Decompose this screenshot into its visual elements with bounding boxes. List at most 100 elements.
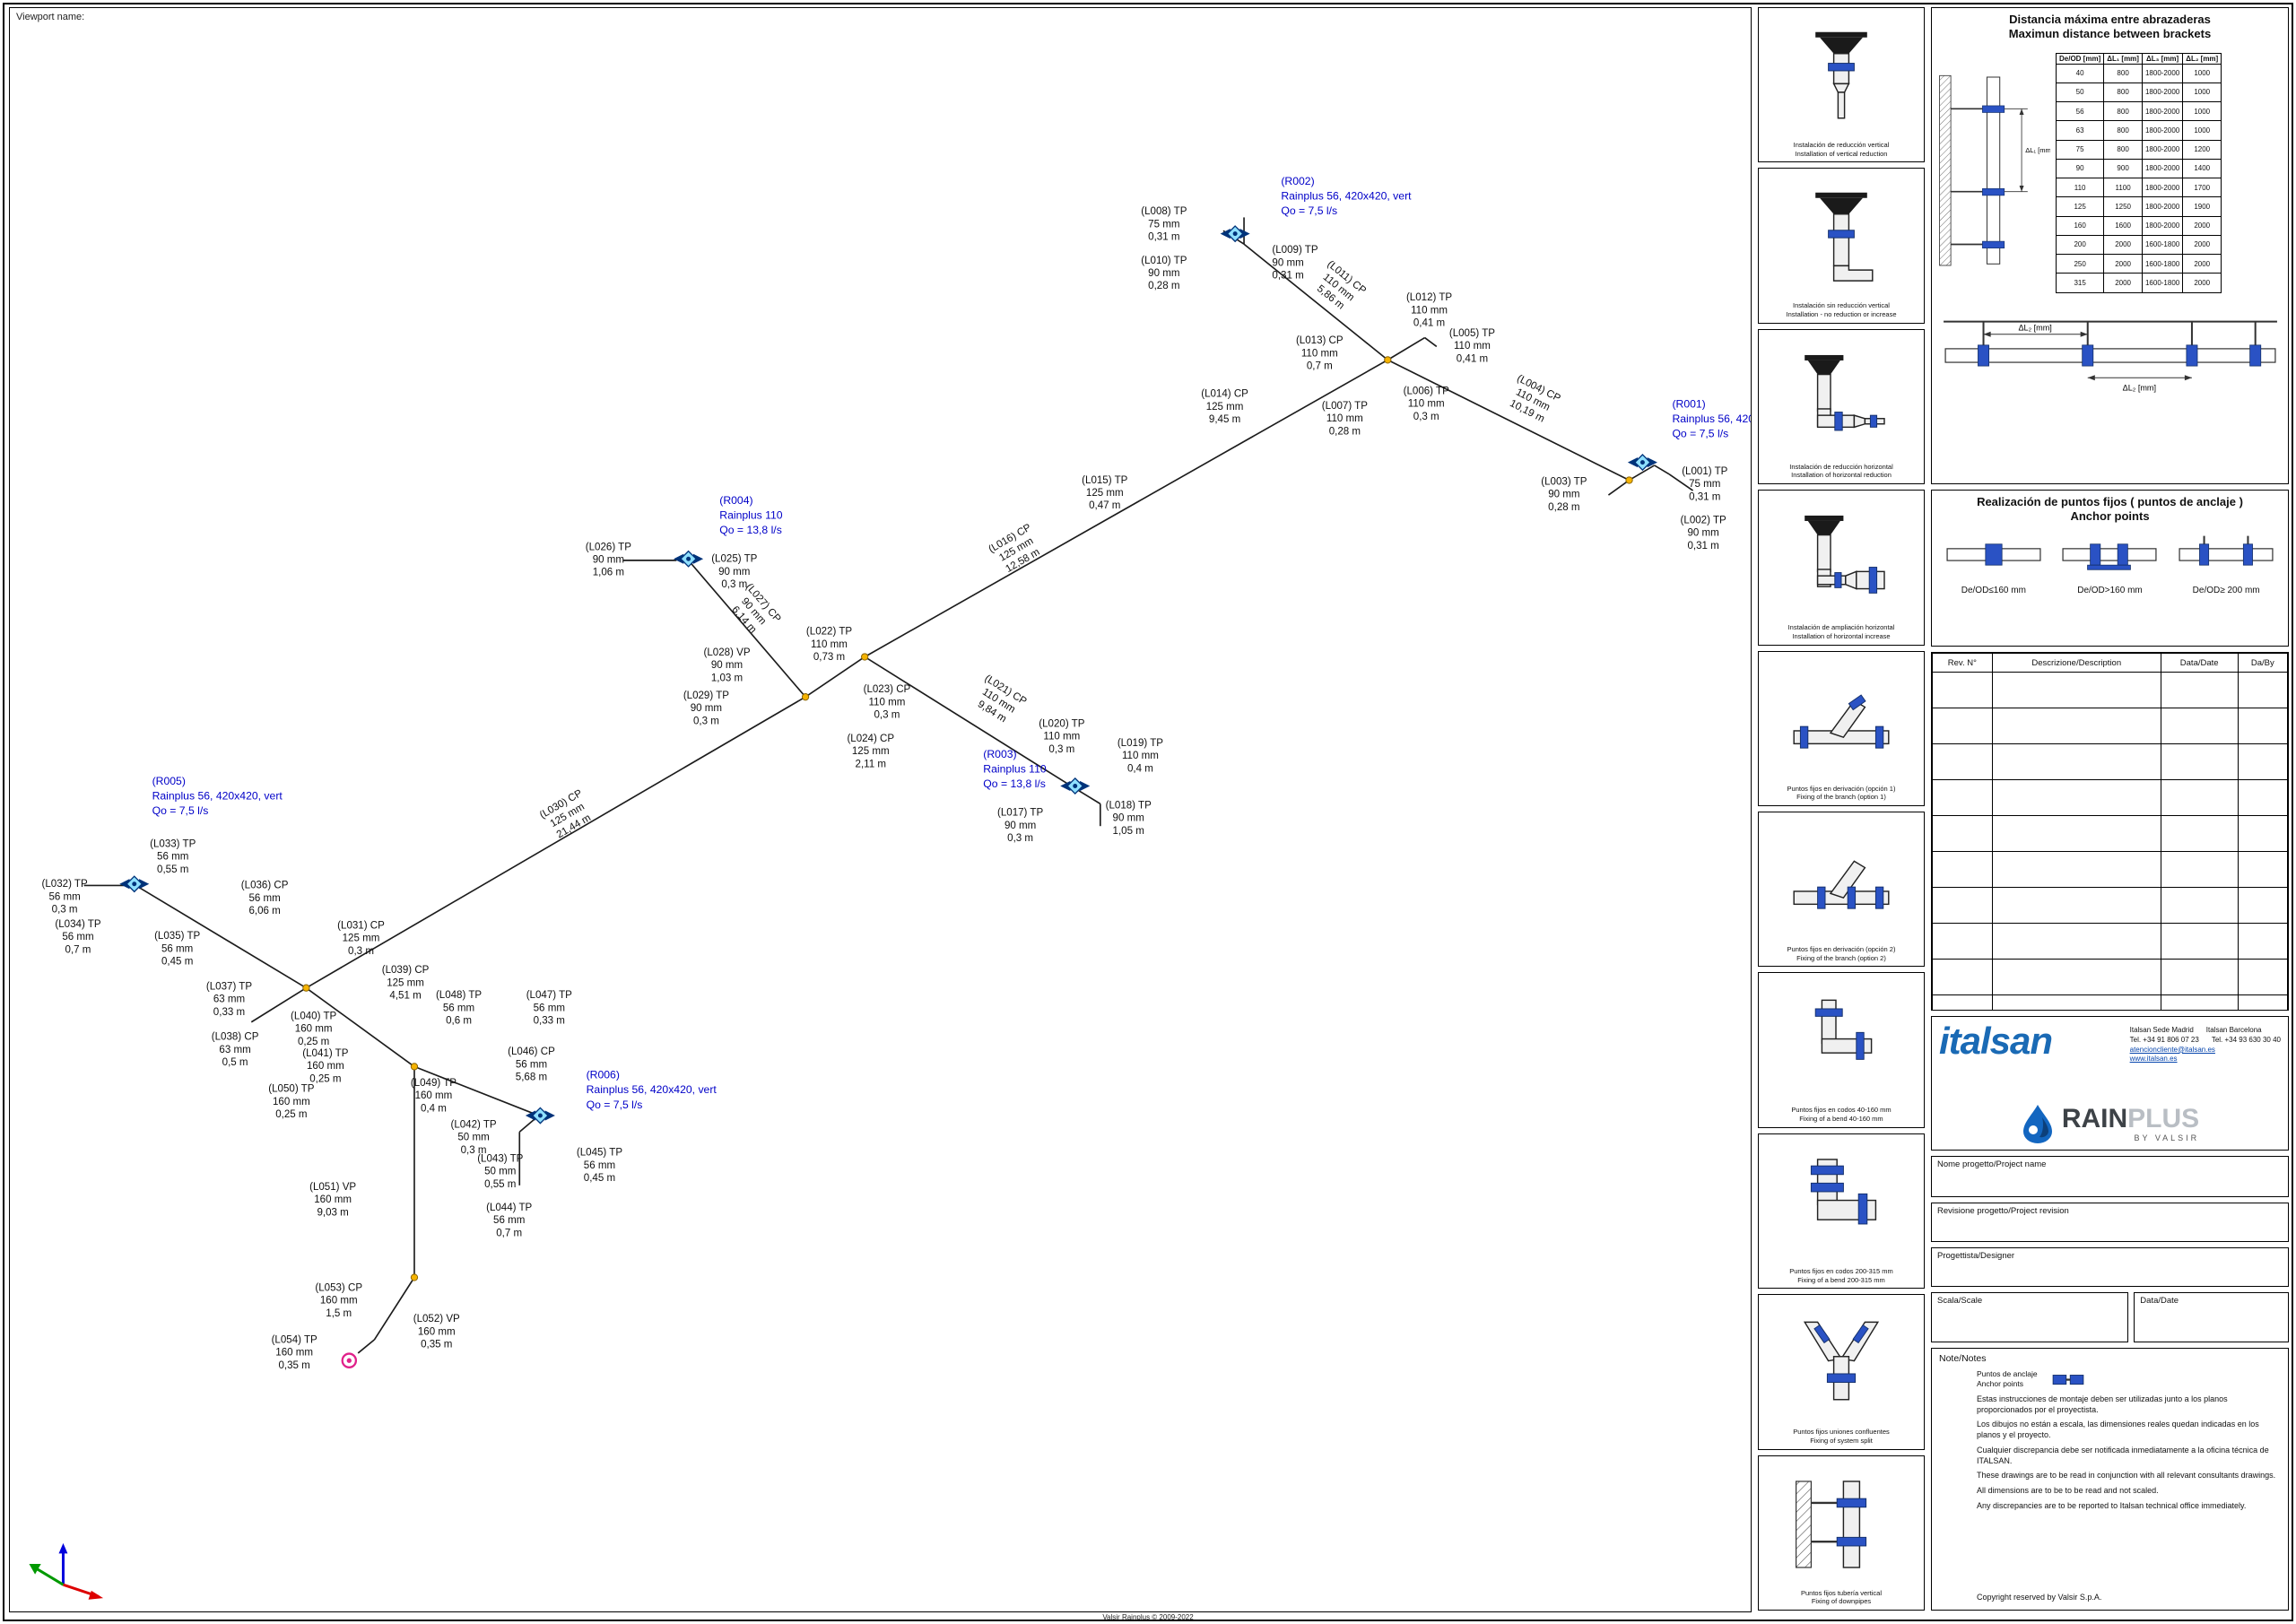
svg-text:(L019) TP: (L019) TP	[1118, 738, 1163, 749]
contact-email-link[interactable]: atencioncliente@italsan.es	[2129, 1045, 2215, 1054]
svg-text:(L037) TP: (L037) TP	[206, 981, 252, 992]
detail-caption-en: Fixing of a bend 40-160 mm	[1799, 1115, 1883, 1124]
svg-text:(L039) CP: (L039) CP	[382, 965, 430, 976]
svg-text:Rainplus 56, 420x420, vert: Rainplus 56, 420x420, vert	[1281, 190, 1412, 203]
empty-revision-row	[1932, 887, 2288, 924]
svg-text:0,31 m: 0,31 m	[1272, 271, 1303, 282]
svg-text:1,5 m: 1,5 m	[326, 1308, 352, 1319]
svg-text:Qo = 7,5 l/s: Qo = 7,5 l/s	[1281, 204, 1337, 217]
detail-box-horizontal-reduction: Instalación de reducción horizontal Inst…	[1758, 328, 1925, 485]
installation-details-column: Instalación de reducción vertical Instal…	[1758, 7, 1925, 1611]
pipe-segment	[250, 986, 307, 1023]
column-header: ΔL₂ [mm]	[2182, 52, 2222, 65]
svg-text:0,45 m: 0,45 m	[584, 1173, 615, 1184]
svg-text:50 mm: 50 mm	[457, 1133, 489, 1143]
date-field[interactable]: Data/Date	[2134, 1292, 2289, 1342]
svg-text:(L046) CP: (L046) CP	[508, 1046, 555, 1057]
svg-text:0,28 m: 0,28 m	[1329, 426, 1361, 437]
svg-text:(L003) TP: (L003) TP	[1541, 476, 1587, 487]
detail-caption-es: Instalación sin reducción vertical	[1793, 301, 1890, 310]
svg-text:0,7 m: 0,7 m	[1307, 361, 1333, 372]
svg-text:(L028) VP: (L028) VP	[704, 647, 751, 658]
junction-marker	[410, 1063, 419, 1071]
project-revision-label: Revisione progetto/Project revision	[1937, 1206, 2069, 1216]
svg-text:(L006) TP: (L006) TP	[1404, 386, 1449, 396]
svg-text:(L040) TP: (L040) TP	[291, 1011, 336, 1021]
svg-text:0,28 m: 0,28 m	[1148, 281, 1179, 291]
svg-text:90 mm: 90 mm	[1548, 490, 1579, 500]
svg-text:4,51 m: 4,51 m	[389, 991, 421, 1002]
empty-revision-row	[1932, 994, 2288, 1010]
scale-field[interactable]: Scala/Scale	[1931, 1292, 2129, 1342]
svg-text:(L017) TP: (L017) TP	[997, 808, 1043, 819]
empty-revision-row	[1932, 851, 2288, 888]
contact-web-link[interactable]: www.italsan.es	[2129, 1055, 2178, 1064]
column-header: ΔL₃ [mm]	[2141, 52, 2184, 65]
svg-text:0,5 m: 0,5 m	[222, 1057, 248, 1068]
anchor-point-icon	[2052, 1375, 2083, 1385]
anchor-caption: De/OD>160 mm	[2077, 585, 2143, 595]
pipe-segment	[1424, 336, 1438, 348]
svg-text:(L029) TP: (L029) TP	[683, 690, 729, 701]
note-line: All dimensions are to be to be read and …	[1977, 1485, 2159, 1495]
anchor-caption: De/OD≤160 mm	[1961, 585, 2026, 595]
pipe-segment	[1668, 473, 1694, 491]
branch-fixing-option2-icon	[1793, 860, 1890, 909]
svg-text:125 mm: 125 mm	[1086, 488, 1124, 499]
svg-text:(L020) TP: (L020) TP	[1039, 718, 1084, 729]
svg-text:0,3 m: 0,3 m	[461, 1145, 487, 1156]
svg-text:(L035) TP: (L035) TP	[154, 931, 200, 942]
svg-text:0,31 m: 0,31 m	[1148, 232, 1179, 243]
svg-text:(L036) CP: (L036) CP	[241, 881, 289, 891]
empty-revision-row	[1932, 815, 2288, 852]
detail-box-no-reduction: Instalación sin reducción vertical Insta…	[1758, 168, 1925, 324]
svg-text:90 mm: 90 mm	[1687, 528, 1718, 539]
svg-text:125 mm: 125 mm	[1206, 402, 1244, 413]
bracket-title-en: Maximun distance between brackets	[2008, 27, 2212, 41]
svg-text:(L010) TP: (L010) TP	[1141, 256, 1187, 266]
project-name-field[interactable]: Nome progetto/Project name	[1931, 1156, 2289, 1197]
contact-madrid-name: Italsan Sede Madrid	[2129, 1026, 2194, 1034]
svg-text:63 mm: 63 mm	[219, 1045, 250, 1055]
svg-text:0,3 m: 0,3 m	[1413, 412, 1439, 422]
empty-revision-row	[1932, 959, 2288, 995]
copyright-line: Copyright reserved by Valsir S.p.A.	[1977, 1593, 2102, 1602]
designer-field[interactable]: Progettista/Designer	[1931, 1247, 2289, 1287]
svg-text:0,3 m: 0,3 m	[721, 579, 747, 590]
svg-text:56 mm: 56 mm	[157, 852, 188, 863]
date-label: Data/Date	[2140, 1296, 2179, 1306]
roof-drain-symbol	[119, 875, 150, 893]
detail-caption-es: Instalación de ampliación horizontal	[1787, 623, 1895, 632]
detail-caption-es: Puntos fijos en codos 200-315 mm	[1789, 1266, 1893, 1275]
svg-text:90 mm: 90 mm	[1148, 268, 1179, 279]
svg-text:(L043) TP: (L043) TP	[477, 1153, 523, 1164]
svg-text:Qo = 7,5 l/s: Qo = 7,5 l/s	[1672, 427, 1728, 439]
svg-text:1,05 m: 1,05 m	[1113, 826, 1144, 837]
svg-text:110 mm: 110 mm	[1043, 732, 1080, 743]
project-revision-field[interactable]: Revisione progetto/Project revision	[1931, 1203, 2289, 1242]
svg-text:(R005): (R005)	[152, 775, 186, 787]
svg-text:110 mm: 110 mm	[868, 697, 905, 708]
